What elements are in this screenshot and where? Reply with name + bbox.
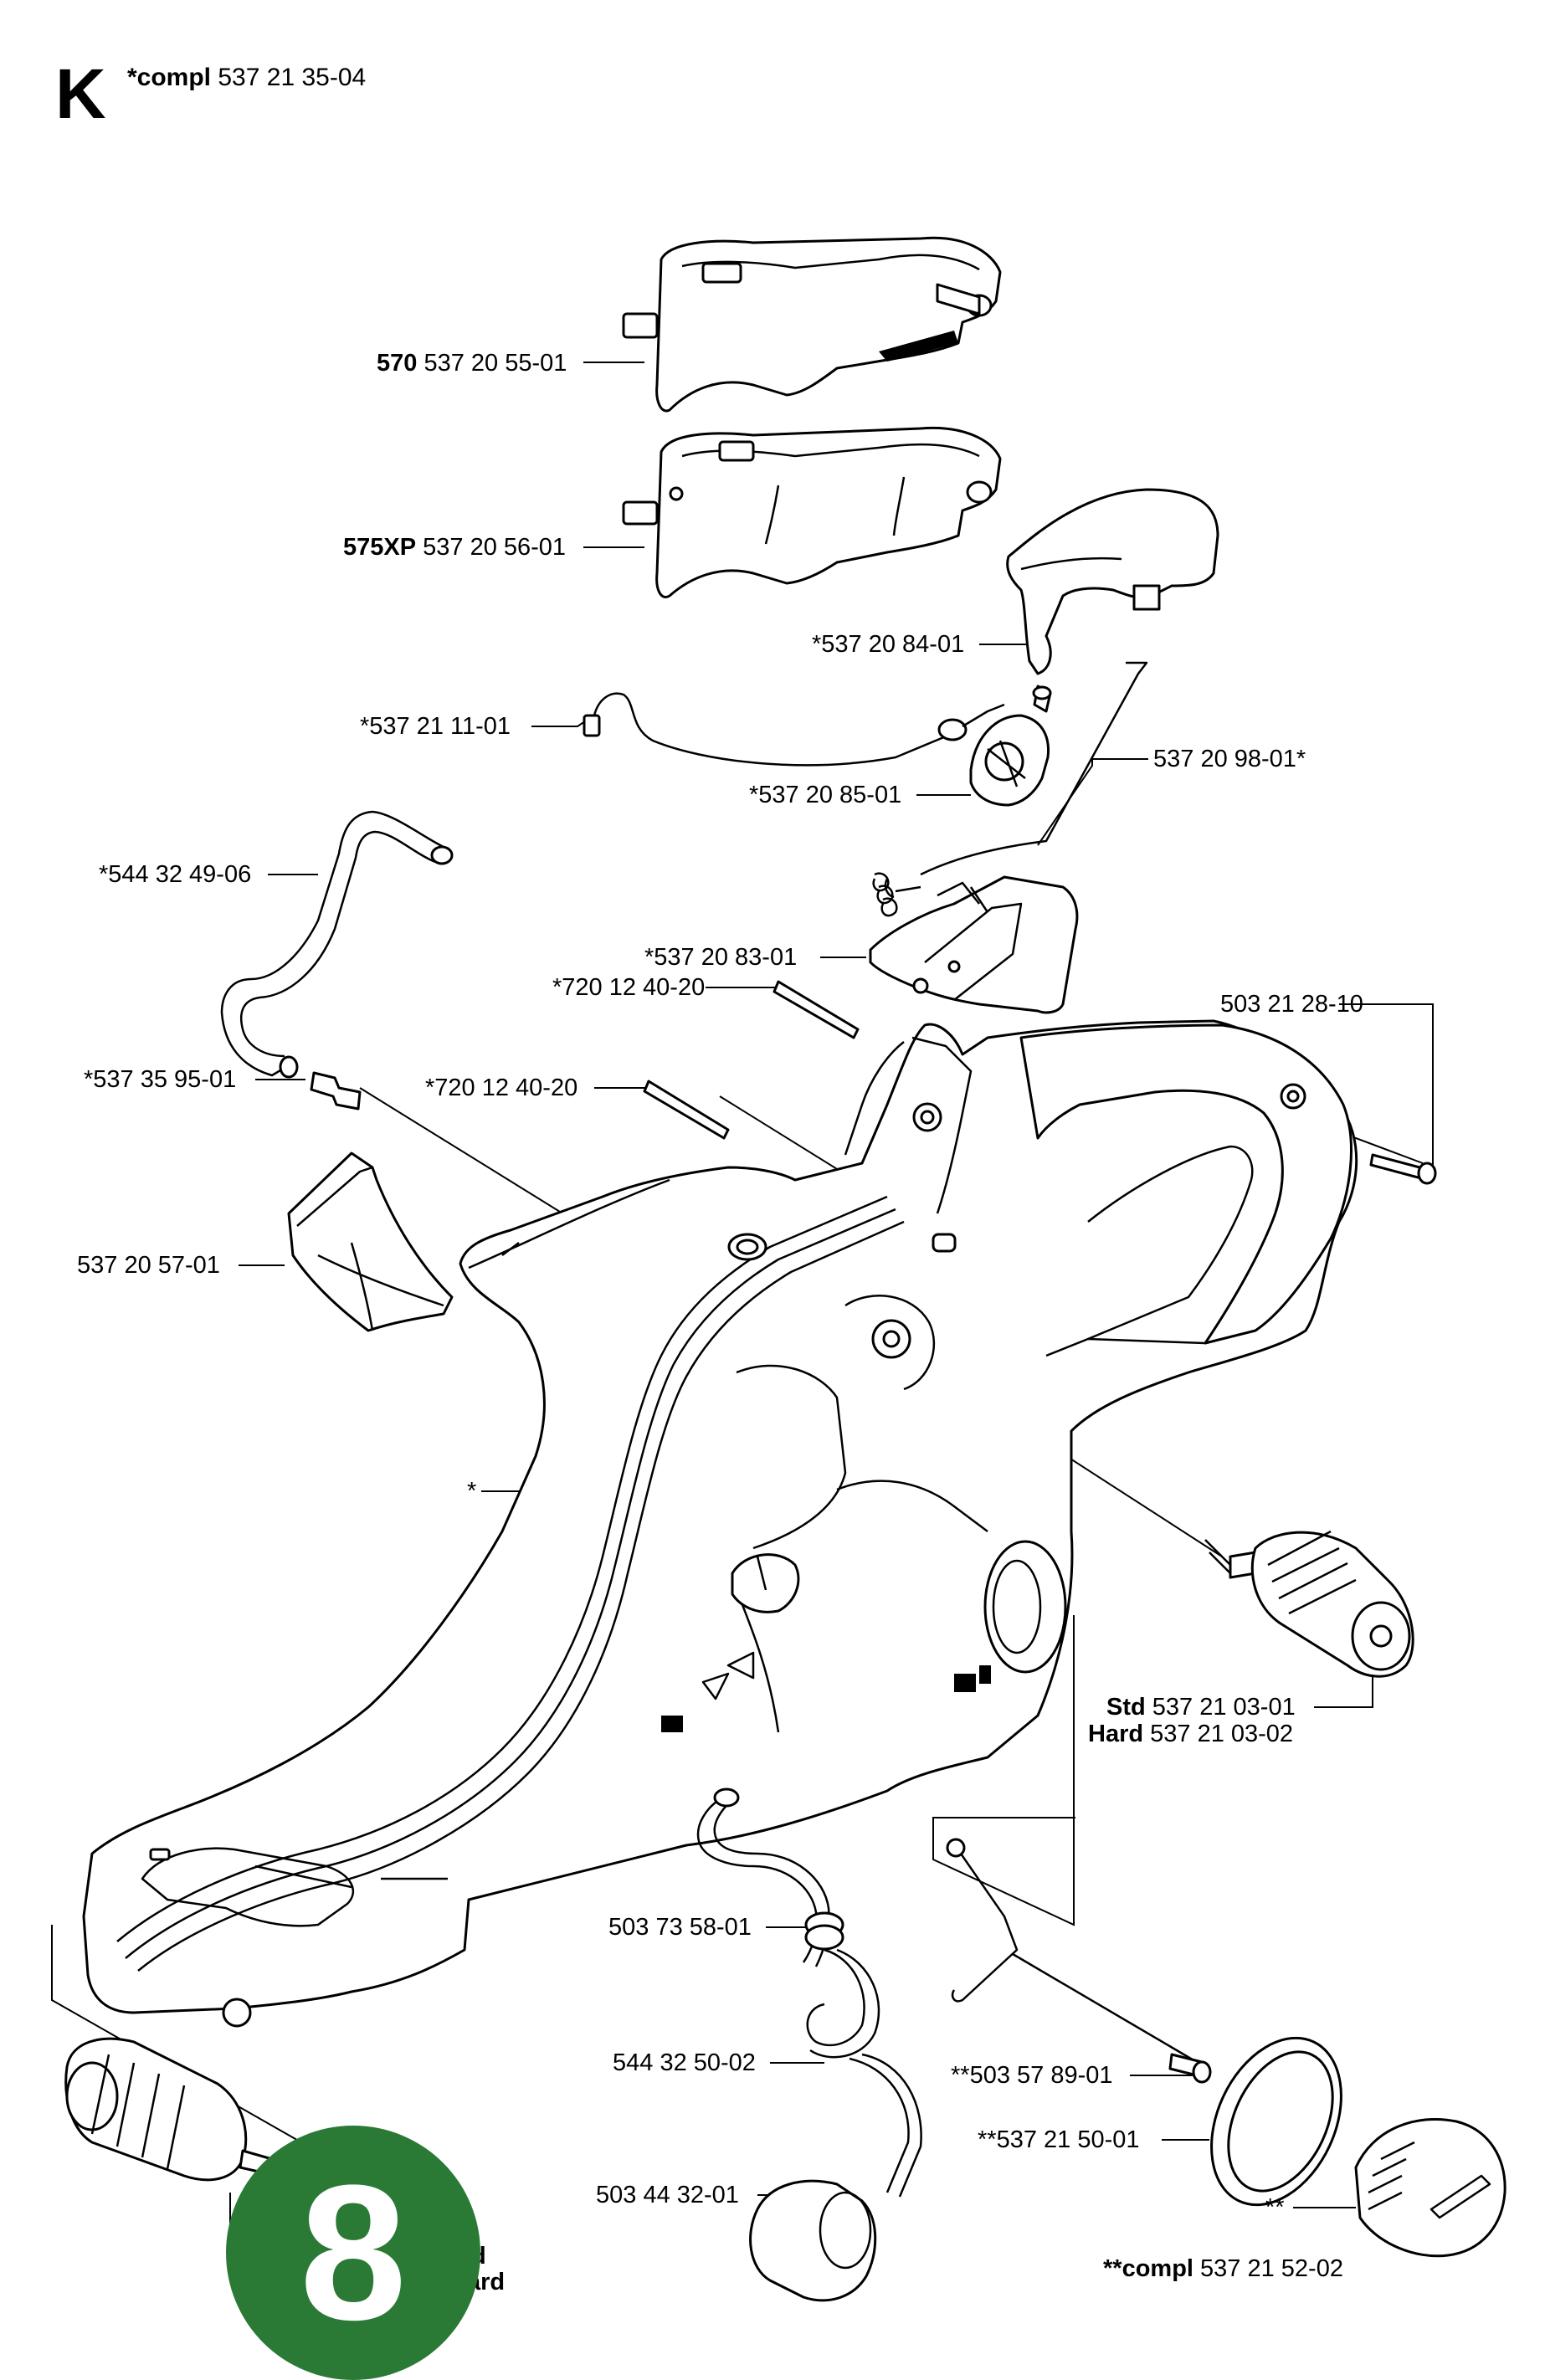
compl-prefix: *compl [127, 64, 212, 91]
callout-fuel-cap: ** [1265, 2194, 1285, 2221]
callout-av-element-std: Std 537 21 03-01 [1106, 1694, 1296, 1721]
compl-header: *compl 537 21 35-04 [127, 64, 366, 92]
callout-trigger-housing: *537 20 83-01 [644, 944, 798, 971]
throttle-wire [583, 692, 1005, 767]
callout-fuel-line: 544 32 50-02 [613, 2049, 756, 2076]
callout-pin-upper: *720 12 40-20 [552, 974, 706, 1001]
trigger-housing [869, 875, 1079, 1014]
pin-upper [772, 980, 860, 1039]
throttle-lever [969, 685, 1052, 807]
callout-tank-housing: * [467, 1478, 477, 1505]
callout-screw: 503 21 28-10 [1220, 991, 1363, 1018]
callout-grommet: 503 73 58-01 [608, 1914, 752, 1941]
fuel-filter [749, 2179, 877, 2302]
callout-fuel-hose: *544 32 49-06 [99, 861, 252, 888]
callout-seal-ring: **537 21 50-01 [978, 2126, 1140, 2153]
callout-top-cover-570: 570 537 20 55-01 [377, 350, 567, 377]
callout-throttle-lever: *537 20 85-01 [749, 782, 902, 808]
top-cover-570 [622, 236, 1002, 413]
callout-throttle-trigger: *537 20 84-01 [812, 631, 965, 658]
fuel-line [696, 1788, 922, 2198]
choke-rod [946, 1838, 1212, 2084]
callout-nipple: *537 35 95-01 [84, 1066, 237, 1093]
callout-fuel-filter: 503 44 32-01 [596, 2182, 739, 2208]
intake-cover [287, 1152, 454, 1332]
fuel-hose [220, 810, 454, 1079]
seal-ring [1210, 2036, 1342, 2207]
throttle-trigger [1006, 488, 1219, 675]
tank-housing [82, 1019, 1358, 2028]
housing-screw [1369, 1153, 1437, 1185]
callout-fuel-cap-compl: **compl 537 21 52-02 [1103, 2255, 1343, 2282]
callout-top-cover-575xp: 575XP 537 20 56-01 [343, 534, 567, 561]
callout-throttle-rod: 537 20 98-01* [1153, 746, 1306, 772]
callout-intake-cover: 537 20 57-01 [77, 1252, 220, 1279]
callout-choke-rod: **503 57 89-01 [951, 2062, 1113, 2089]
pin-lower [643, 1080, 730, 1140]
trigger-spring [872, 872, 921, 917]
compl-number: 537 21 35-04 [218, 64, 367, 91]
page-number-badge: 8 [226, 2126, 480, 2380]
top-cover-575xp [622, 426, 1002, 598]
callout-throttle-wire: *537 21 11-01 [360, 713, 511, 740]
av-element-left [64, 2037, 274, 2182]
section-letter: K [55, 54, 106, 133]
callout-pin-lower: *720 12 40-20 [425, 1075, 578, 1101]
fuel-cap [1354, 2117, 1507, 2258]
fuel-nipple [310, 1071, 362, 1110]
av-element-right [1204, 1530, 1414, 1678]
callout-av-element-hard: Hard 537 21 03-02 [1088, 1721, 1294, 1747]
